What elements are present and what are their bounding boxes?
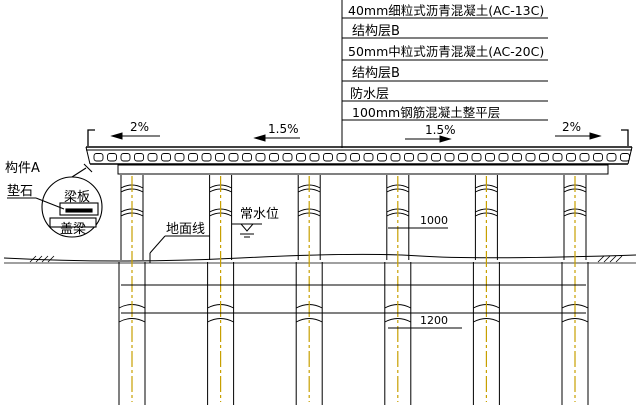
girder-cell [120, 153, 131, 162]
girder-cell [431, 153, 441, 162]
pier-group [118, 175, 589, 405]
layer-label: 结构层B [352, 66, 400, 81]
pier [295, 175, 323, 405]
girder-cell [498, 153, 509, 162]
girder-cell [363, 153, 374, 162]
girder-cell [336, 153, 347, 162]
girder-cell [215, 153, 225, 162]
ground-line-label: 地面线 [166, 222, 205, 237]
detail-bubble [41, 163, 103, 238]
girder-label: 梁板 [64, 190, 90, 205]
girder-cell [350, 153, 360, 162]
girder-cell [93, 153, 104, 162]
girder-cell [552, 153, 563, 162]
girder-cell [134, 153, 144, 162]
layer-label: 50mm中粒式沥青混凝土(AC-20C) [348, 44, 544, 59]
girder-cell [242, 153, 252, 162]
pile-diameter-label: 1200 [420, 314, 448, 327]
girder-cell [620, 153, 630, 162]
girder-cell [201, 153, 212, 162]
pier [561, 175, 589, 405]
layer-labels: 40mm细粒式沥青混凝土(AC-13C) 结构层B 50mm中粒式沥青混凝土(A… [348, 3, 544, 120]
slope-label-left-outer: 2% [130, 120, 149, 134]
layer-label: 40mm细粒式沥青混凝土(AC-13C) [348, 3, 544, 18]
girder-cell [390, 153, 401, 162]
layer-label: 100mm钢筋混凝土整平层 [352, 105, 500, 120]
girder-cell [471, 153, 482, 162]
girder-cell [309, 153, 320, 162]
girder-cell [417, 153, 428, 162]
girder-cell [147, 153, 158, 162]
pier [472, 175, 500, 405]
girder-cell [377, 153, 387, 162]
water-level-label: 常水位 [240, 207, 279, 222]
girder-cell [512, 153, 522, 162]
girder-cell [161, 153, 171, 162]
layer-label: 防水层 [350, 86, 389, 102]
girder-cell [458, 153, 468, 162]
girder-cell [606, 153, 617, 162]
girder-cells [93, 153, 630, 162]
slope-label-left-inner: 1.5% [268, 122, 299, 136]
pier [207, 175, 235, 405]
ground-line [3, 235, 637, 264]
girder-cell [323, 153, 333, 162]
slope-label-right-inner: 1.5% [425, 123, 456, 137]
layer-label: 结构层B [352, 24, 400, 39]
pier [118, 175, 146, 405]
girder-cell [269, 153, 279, 162]
pad-label: 垫石 [7, 183, 33, 199]
girder-cell [188, 153, 198, 162]
girder-cell [566, 153, 576, 162]
girder-cell [485, 153, 495, 162]
girder-cell [228, 153, 239, 162]
component-label: 构件A [5, 161, 40, 176]
column-diameter-label: 1000 [420, 214, 448, 227]
girder-cell [579, 153, 590, 162]
girder-cell [444, 153, 455, 162]
girder-cell [174, 153, 185, 162]
girder-cell [539, 153, 549, 162]
slope-arrows [110, 132, 602, 143]
girder-cell [404, 153, 414, 162]
pier [384, 175, 412, 405]
girder-cell [255, 153, 266, 162]
water-level-symbol [232, 223, 262, 238]
girder-cell [296, 153, 306, 162]
slope-labels: 2% 1.5% 1.5% 2% [130, 120, 581, 137]
ground-hatch [29, 255, 623, 263]
slope-label-right-outer: 2% [562, 120, 581, 134]
girder-cell [593, 153, 603, 162]
girder-cell [525, 153, 536, 162]
cap-beam-label: 盖梁 [60, 222, 86, 237]
dimension-lines [388, 227, 462, 329]
girder-cell [282, 153, 293, 162]
girder-cell [107, 153, 117, 162]
layer-callout [341, 0, 548, 148]
bridge-deck [85, 129, 633, 175]
